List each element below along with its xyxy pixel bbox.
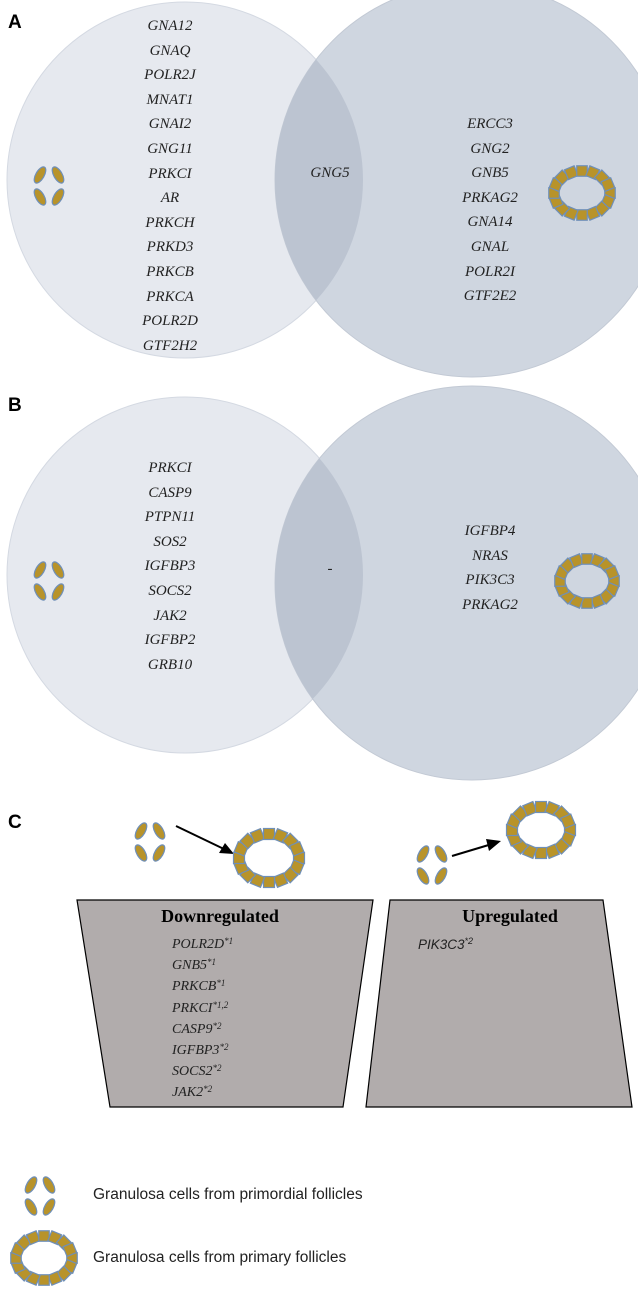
panel-label-c: C: [8, 812, 22, 833]
gene-label: PRKCA: [146, 288, 194, 305]
gene-label: PRKAG2: [462, 596, 518, 613]
gene-name: JAK2: [172, 1085, 204, 1101]
gene-annotation: *1: [216, 978, 226, 989]
gene-label: IGFBP4: [464, 523, 516, 539]
venn-a: [6, 0, 638, 378]
gene-label: GNA14: [467, 214, 513, 231]
primordial-follicle-icon: [24, 1176, 56, 1216]
regulated-gene-item: PIK3C3*2: [418, 934, 473, 955]
gene-label: PRKD3: [146, 239, 194, 256]
gene-annotation: *2: [212, 1020, 222, 1031]
regulated-gene-item: JAK2*2: [172, 1082, 233, 1103]
legend-primordial-label: Granulosa cells from primordial follicle…: [93, 1186, 363, 1203]
gene-label: GNAL: [470, 238, 510, 255]
gene-label: JAK2: [153, 607, 187, 624]
downregulated-box: [76, 899, 374, 1108]
primary-follicle-icon: [505, 800, 577, 860]
gene-label: MNAT1: [146, 91, 194, 108]
regulated-gene-item: IGFBP3*2: [172, 1040, 233, 1061]
primordial-follicle-icon: [33, 166, 65, 206]
upregulated-title: Upregulated: [462, 906, 558, 926]
gene-name: GNB5: [172, 958, 207, 974]
gene-label: NRAS: [472, 547, 508, 564]
gene-label: PRKCH: [145, 214, 195, 231]
upregulated-gene-list: PIK3C3*2: [418, 934, 473, 955]
gene-label: CASP9: [148, 484, 192, 501]
regulated-gene-item: PRKCB*1: [172, 976, 233, 997]
gene-label: PIK3C3: [465, 572, 515, 589]
gene-annotation: *1: [207, 957, 216, 968]
primordial-follicle-icon: [416, 845, 448, 885]
regulated-gene-item: SOCS2*2: [172, 1061, 233, 1082]
primary-follicle-icon: [10, 1230, 78, 1286]
gene-annotation: *2: [219, 1042, 229, 1053]
primordial-follicle-icon: [33, 561, 65, 601]
gene-label: GNAQ: [149, 42, 191, 59]
venn-b-overlap-gene-list: -: [300, 557, 360, 582]
gene-label: POLR2J: [144, 67, 196, 84]
gene-label: PRKCB: [146, 263, 194, 280]
gene-annotation: *2: [203, 1084, 213, 1095]
regulated-gene-item: GNB5*1: [172, 955, 233, 976]
arrow-icon: [451, 839, 501, 857]
gene-name: PIK3C3: [418, 937, 465, 952]
gene-name: PRKCB: [172, 979, 217, 995]
gene-label: AR: [160, 190, 180, 207]
gene-label: POLR2I: [465, 263, 515, 280]
primary-follicle-icon: [548, 165, 616, 221]
legend-primary-label: Granulosa cells from primary follicles: [93, 1249, 347, 1266]
gene-label: PRKAG2: [462, 189, 518, 206]
gene-name: SOCS2: [172, 1064, 213, 1080]
primordial-follicle-icon: [134, 822, 166, 862]
regulated-gene-item: PRKCI*1,2: [172, 998, 233, 1019]
gene-label: POLR2D: [142, 313, 198, 330]
gene-label: SOCS2: [148, 582, 192, 599]
gene-annotation: *2: [212, 1063, 222, 1074]
gene-label: GNAI2: [148, 116, 192, 133]
gene-label: PTPN11: [144, 509, 196, 526]
panel-label-b: B: [8, 395, 22, 416]
gene-label: GNA12: [147, 18, 193, 34]
panel-label-a: A: [8, 12, 22, 33]
gene-annotation: *1,2: [212, 999, 229, 1010]
gene-label: -: [327, 561, 333, 577]
regulated-gene-item: POLR2D*1: [172, 934, 233, 955]
gene-name: POLR2D: [172, 937, 225, 952]
regulated-gene-item: CASP9*2: [172, 1019, 233, 1040]
venn-a-overlap-gene-list: GNG5: [280, 161, 380, 186]
gene-label: IGFBP3: [144, 558, 196, 575]
gene-label: GRB10: [147, 656, 193, 673]
gene-name: PRKCI: [172, 1000, 213, 1016]
gene-label: SOS2: [153, 533, 187, 550]
venn-b: [6, 385, 638, 781]
gene-label: GTF2H2: [142, 337, 198, 354]
gene-label: GNG5: [310, 165, 350, 181]
gene-label: GNG2: [470, 140, 510, 157]
primary-follicle-icon: [554, 553, 620, 609]
primary-follicle-icon: [232, 827, 306, 889]
arrow-icon: [175, 825, 234, 854]
gene-label: PRKCI: [148, 460, 192, 476]
gene-label: GTF2E2: [463, 288, 517, 305]
gene-label: GNG11: [147, 140, 193, 157]
gene-label: GNB5: [471, 165, 509, 182]
gene-label: IGFBP2: [144, 632, 196, 649]
gene-annotation: *1: [224, 936, 234, 946]
gene-annotation: *2: [464, 936, 474, 946]
gene-label: ERCC3: [467, 116, 513, 132]
gene-label: PRKCI: [148, 165, 192, 182]
gene-name: CASP9: [172, 1021, 213, 1037]
upregulated-box: [365, 899, 633, 1108]
gene-name: IGFBP3: [172, 1043, 220, 1059]
downregulated-title: Downregulated: [161, 906, 279, 926]
